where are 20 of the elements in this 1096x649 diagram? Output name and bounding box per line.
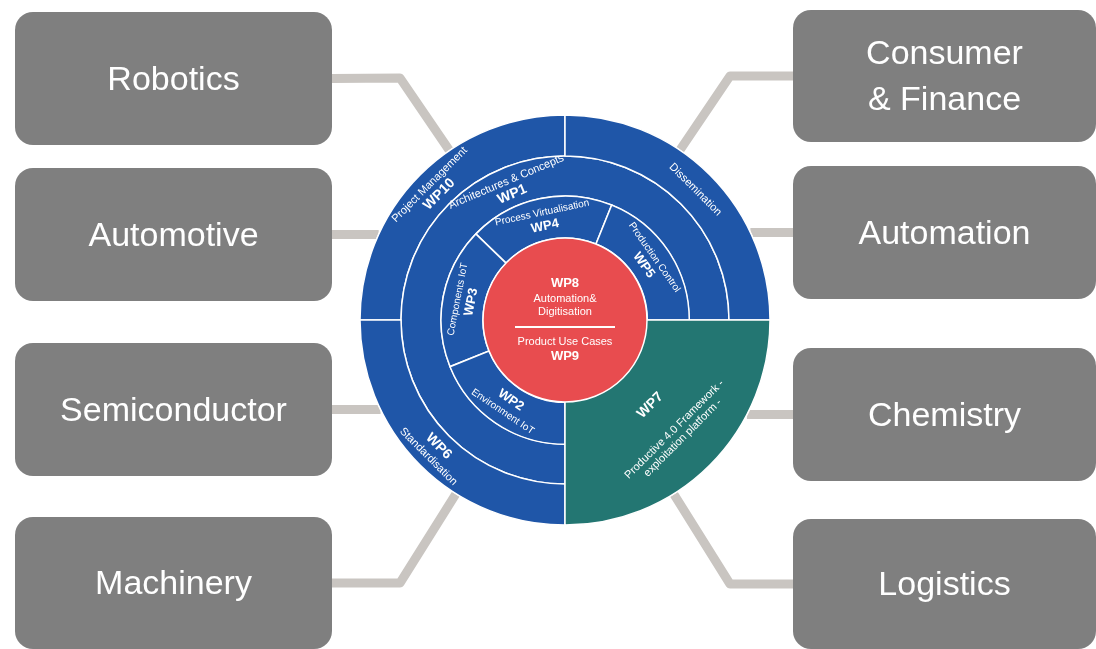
center-label: Product Use Cases [517, 334, 613, 349]
connector-line [750, 228, 793, 237]
center-label: Automation& Digitisation [532, 291, 598, 320]
connector-line [331, 73, 454, 154]
connector-line [669, 491, 793, 589]
industry-box: Semiconductor [15, 343, 332, 476]
connector-line [332, 405, 381, 414]
industry-box: Automotive [15, 168, 332, 301]
connector-line [332, 491, 460, 588]
connector-line [332, 230, 379, 239]
center-label: WP8 [550, 275, 580, 292]
industry-box: Logistics [793, 519, 1096, 649]
center-label: WP9 [550, 348, 580, 365]
industry-box: Automation [793, 166, 1096, 299]
connector-line [746, 410, 793, 419]
industry-box: Consumer & Finance [793, 10, 1096, 142]
connector-line [676, 71, 793, 153]
industry-box: Machinery [15, 517, 332, 649]
industry-box: Chemistry [793, 348, 1096, 481]
industry-box: Robotics [15, 12, 332, 145]
